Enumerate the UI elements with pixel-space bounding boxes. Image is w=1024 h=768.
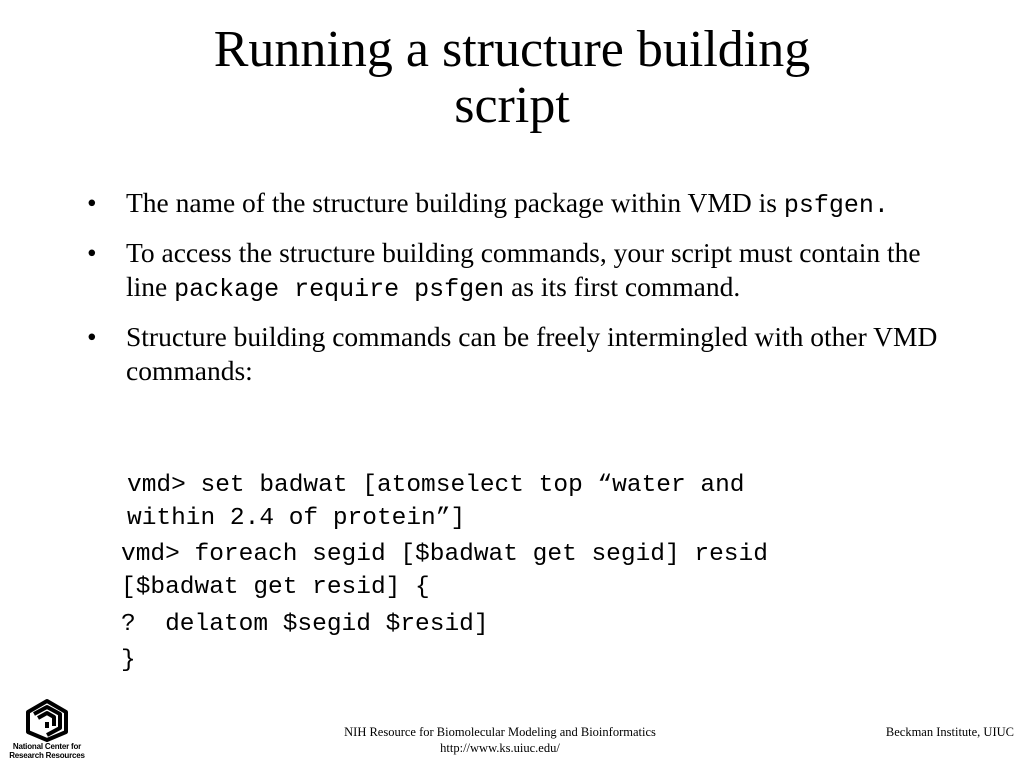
slide-title-line-1: Running a structure building xyxy=(213,21,811,78)
slide-title: Running a structure building script xyxy=(0,22,1024,134)
footer-org: NIH Resource for Biomolecular Modeling a… xyxy=(344,725,656,739)
bullet-text: To access the structure building command… xyxy=(126,237,921,302)
bullet-code: package require psfgen xyxy=(174,275,505,304)
code-line-5: ? delatom $segid $resid] xyxy=(121,611,489,638)
footer-institution: Beckman Institute, UIUC xyxy=(885,725,1014,739)
bullet-icon: • xyxy=(87,187,97,218)
code-line-6: } xyxy=(121,647,136,674)
bullet-icon: • xyxy=(87,321,97,352)
ncrr-logo-text: National Center for Research Resources xyxy=(8,742,86,760)
ncrr-logo-icon xyxy=(26,699,68,742)
bullet-item: • Structure building commands can be fre… xyxy=(82,320,962,391)
footer-url: http://www.ks.uiuc.edu/ xyxy=(440,741,560,755)
slide-title-line-2: script xyxy=(454,77,570,134)
bullet-icon: • xyxy=(87,237,97,268)
code-line-3: vmd> foreach segid [$badwat get segid] r… xyxy=(121,541,768,568)
bullet-item: • To access the structure building comma… xyxy=(82,236,962,307)
bullet-text: The name of the structure building packa… xyxy=(126,187,784,218)
bullet-text: Structure building commands can be freel… xyxy=(126,321,938,386)
code-line-1: vmd> set badwat [atomselect top “water a… xyxy=(127,472,745,499)
code-line-2: within 2.4 of protein”] xyxy=(127,505,466,532)
code-line-4: [$badwat get resid] { xyxy=(121,574,430,601)
bullet-code: psfgen. xyxy=(783,191,889,220)
bullet-list: • The name of the structure building pac… xyxy=(82,186,962,404)
bullet-text-tail: as its first command. xyxy=(504,271,741,302)
logo-line-1: National Center for xyxy=(12,742,82,751)
ncrr-logo: National Center for Research Resources xyxy=(8,698,86,766)
bullet-item: • The name of the structure building pac… xyxy=(82,186,962,223)
logo-line-2: Research Resources xyxy=(9,751,85,760)
footer-center: NIH Resource for Biomolecular Modeling a… xyxy=(0,724,1000,756)
